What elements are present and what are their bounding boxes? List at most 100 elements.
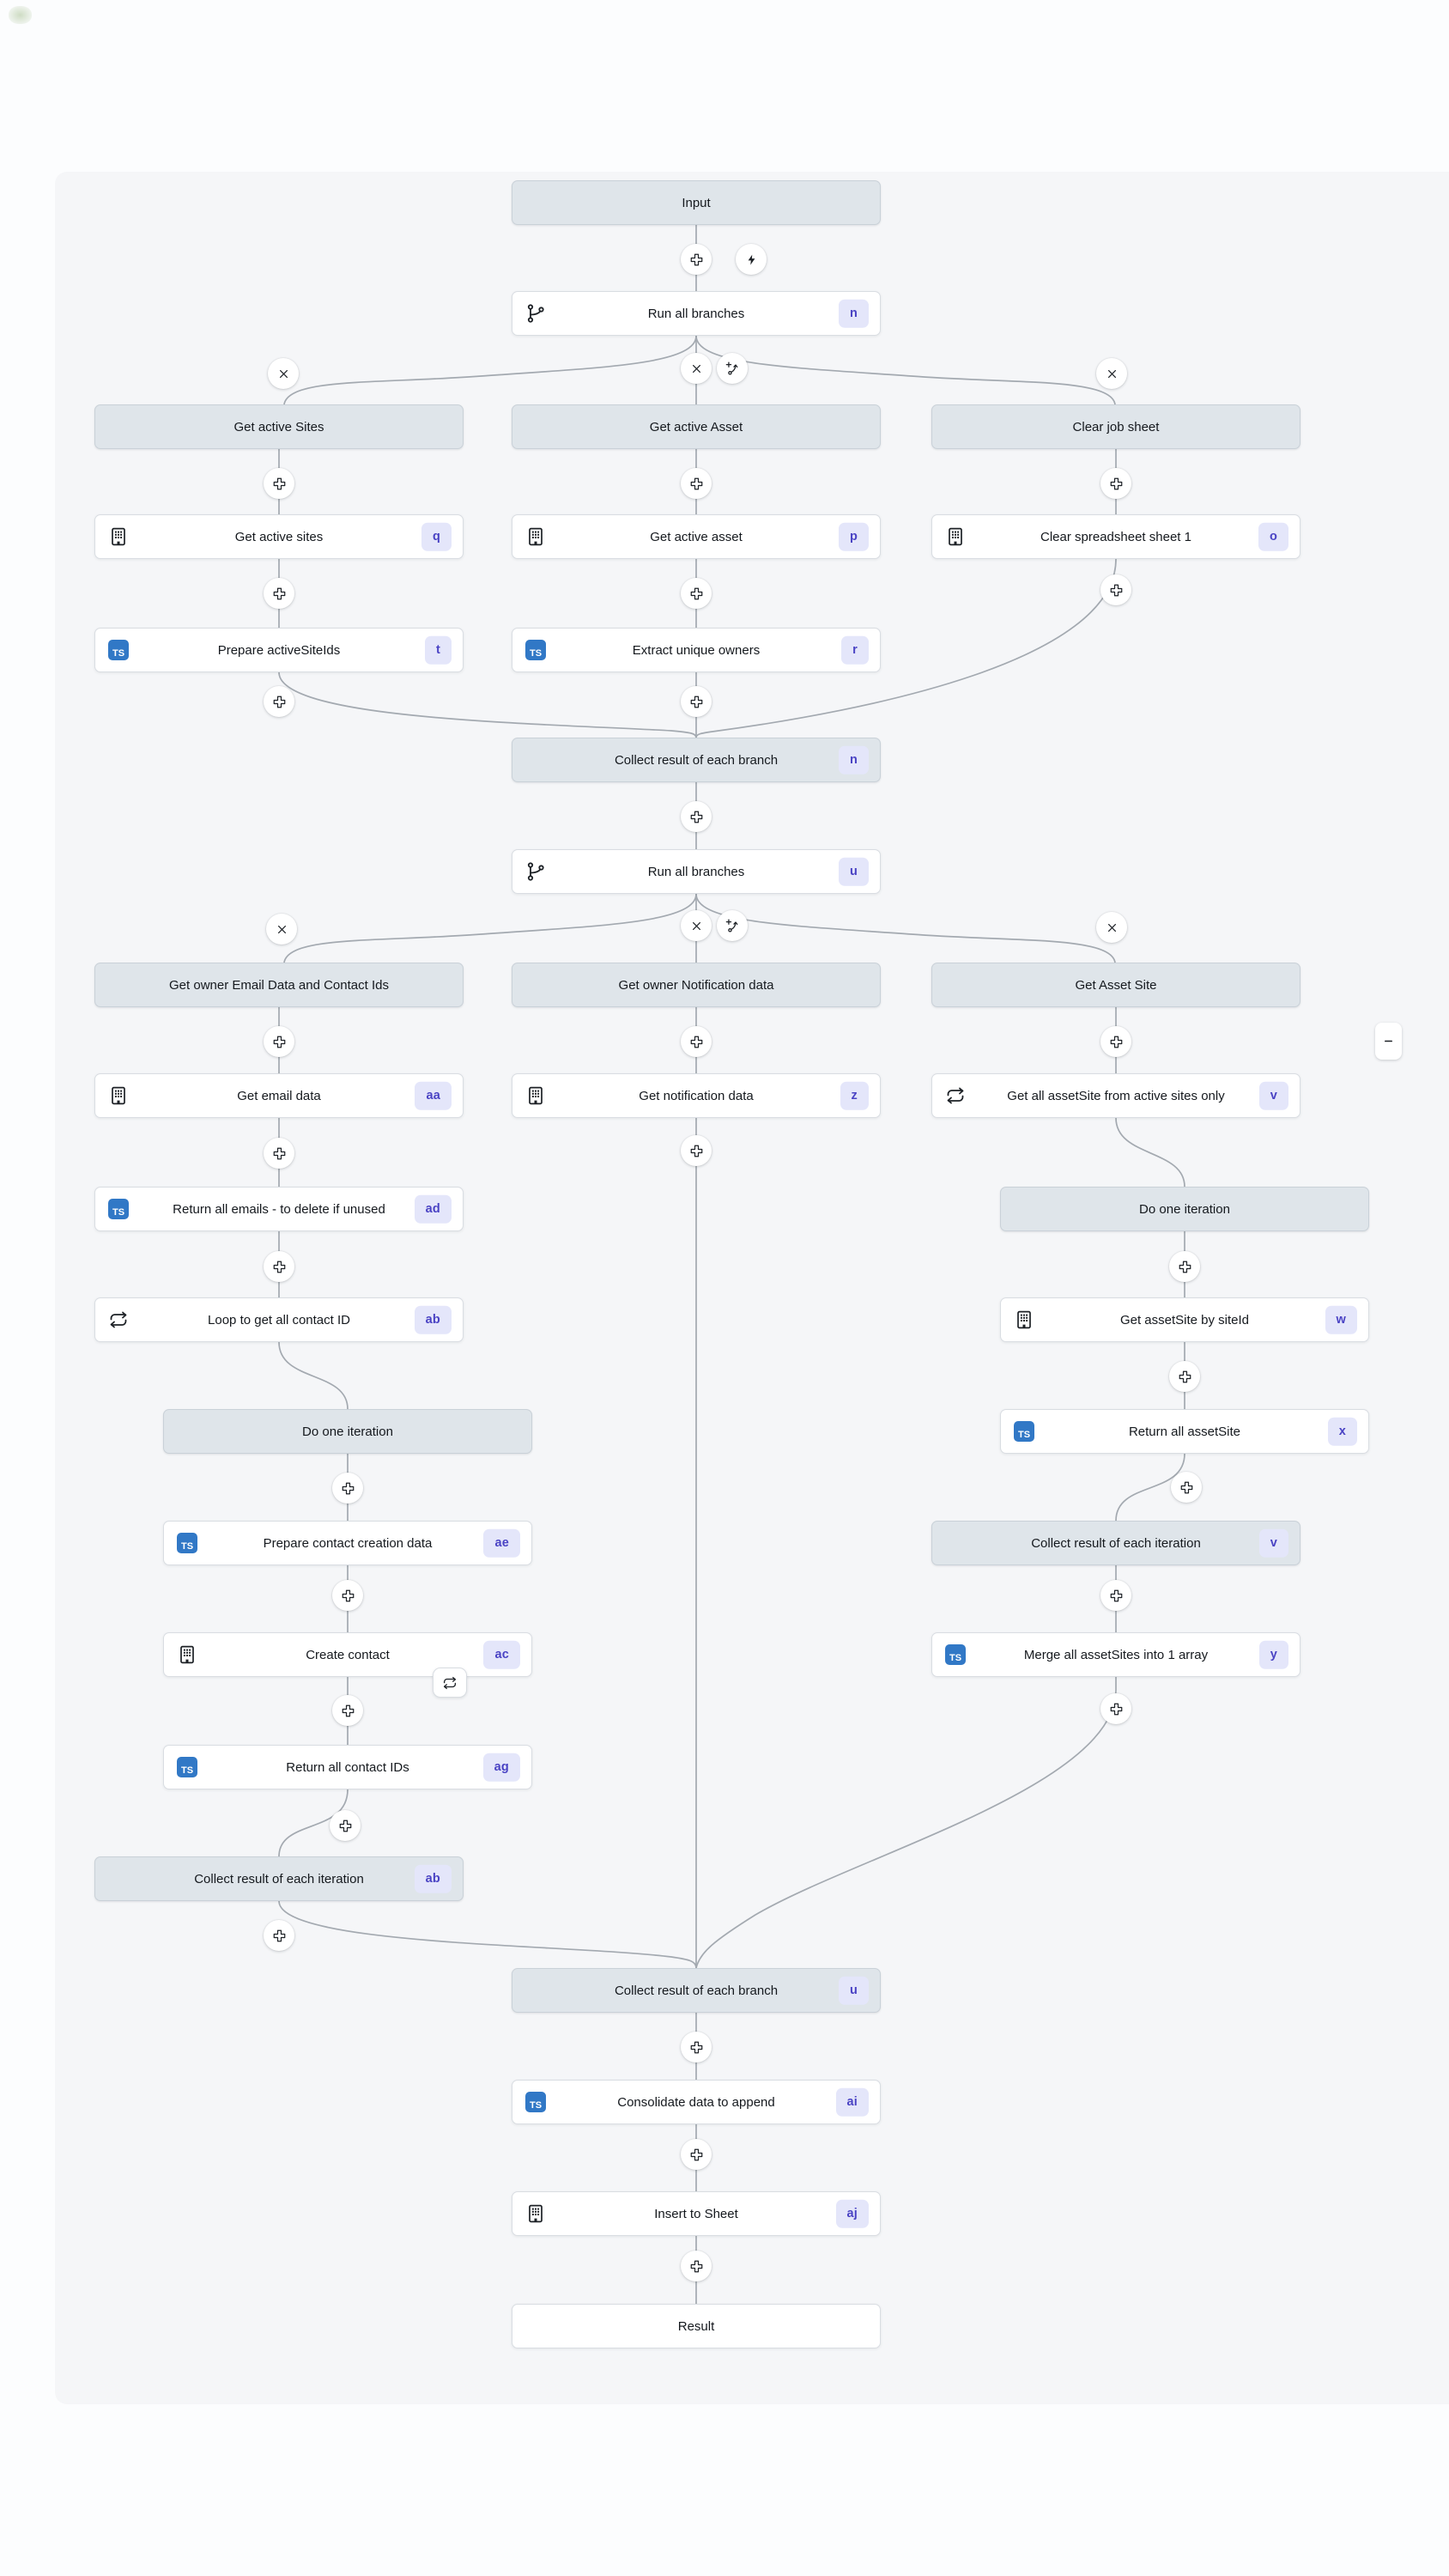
flow-canvas[interactable]	[55, 172, 1449, 2404]
plus-button[interactable]	[264, 468, 294, 499]
node-extract-unique-owners[interactable]: TS Extract unique owners r	[512, 628, 881, 672]
plus-button[interactable]	[1100, 1693, 1131, 1724]
plus-button[interactable]	[264, 1920, 294, 1951]
branch-header-get-asset-site[interactable]: Get Asset Site	[931, 963, 1300, 1007]
plus-button[interactable]	[681, 686, 712, 717]
node-collect-result-iteration-right[interactable]: Collect result of each iteration v	[931, 1521, 1300, 1565]
loop-indicator[interactable]	[433, 1668, 467, 1698]
delete-branch-button[interactable]	[681, 353, 712, 384]
node-do-one-iteration-left[interactable]: Do one iteration	[163, 1409, 532, 1454]
plus-button[interactable]	[681, 2251, 712, 2281]
node-badge: z	[840, 1081, 869, 1110]
node-label: Get all assetSite from active sites only	[1007, 1088, 1225, 1103]
x-icon	[276, 367, 291, 381]
plus-button[interactable]	[1169, 1251, 1200, 1282]
plus-icon	[1109, 1702, 1124, 1716]
plus-button[interactable]	[332, 1695, 363, 1726]
node-get-assetsite-by-siteid[interactable]: Get assetSite by siteId w	[1000, 1297, 1369, 1342]
branch-header-get-owner-email[interactable]: Get owner Email Data and Contact Ids	[94, 963, 464, 1007]
plus-button[interactable]	[264, 1138, 294, 1169]
plus-button[interactable]	[681, 244, 712, 275]
node-do-one-iteration-right[interactable]: Do one iteration	[1000, 1187, 1369, 1231]
node-return-all-contact-ids[interactable]: TS Return all contact IDs ag	[163, 1745, 532, 1789]
add-branch-button[interactable]	[717, 353, 748, 384]
plus-button[interactable]	[681, 2139, 712, 2170]
collapse-button[interactable]	[1375, 1023, 1402, 1060]
node-prepare-contact-creation-data[interactable]: TS Prepare contact creation data ae	[163, 1521, 532, 1565]
plus-icon	[1109, 1589, 1124, 1603]
add-branch-button[interactable]	[717, 910, 748, 941]
plus-button[interactable]	[1100, 574, 1131, 605]
delete-branch-button[interactable]	[1096, 912, 1127, 943]
node-loop-to-get-all-contact-id[interactable]: Loop to get all contact ID ab	[94, 1297, 464, 1342]
delete-branch-button[interactable]	[268, 358, 299, 389]
node-return-all-emails[interactable]: TS Return all emails - to delete if unus…	[94, 1187, 464, 1231]
branch-header-get-active-sites[interactable]: Get active Sites	[94, 404, 464, 449]
plus-icon	[338, 1819, 353, 1833]
node-badge: t	[424, 635, 452, 665]
node-prepare-activesiteids[interactable]: TS Prepare activeSiteIds t	[94, 628, 464, 672]
plus-icon	[1178, 1370, 1192, 1384]
delete-branch-button[interactable]	[1096, 358, 1127, 389]
plus-button[interactable]	[1100, 468, 1131, 499]
node-label: Get active asset	[650, 529, 743, 544]
branch-header-clear-job-sheet[interactable]: Clear job sheet	[931, 404, 1300, 449]
node-collect-result-branch-2[interactable]: Collect result of each branch u	[512, 1968, 881, 2013]
node-return-all-assetsite[interactable]: TS Return all assetSite x	[1000, 1409, 1369, 1454]
node-collect-result-branch-1[interactable]: Collect result of each branch n	[512, 738, 881, 782]
node-get-active-asset[interactable]: Get active asset p	[512, 514, 881, 559]
node-collect-result-iteration-left[interactable]: Collect result of each iteration ab	[94, 1856, 464, 1901]
plus-button[interactable]	[264, 1251, 294, 1282]
node-input[interactable]: Input	[512, 180, 881, 225]
plus-button[interactable]	[681, 801, 712, 832]
execute-workflow-button[interactable]	[736, 244, 767, 275]
node-merge-all-assetsites[interactable]: TS Merge all assetSites into 1 array y	[931, 1632, 1300, 1677]
node-label: Return all assetSite	[1128, 1424, 1241, 1439]
node-label: Consolidate data to append	[617, 2094, 775, 2110]
node-badge: ag	[482, 1753, 520, 1782]
plus-button[interactable]	[1171, 1472, 1202, 1503]
node-get-all-assetsite[interactable]: Get all assetSite from active sites only…	[931, 1073, 1300, 1118]
node-run-all-branches-1[interactable]: Run all branches n	[512, 291, 881, 336]
node-label: Prepare activeSiteIds	[217, 642, 341, 658]
git-branch-plus-icon	[724, 361, 740, 376]
node-consolidate-data-to-append[interactable]: TS Consolidate data to append ai	[512, 2080, 881, 2124]
plus-icon	[689, 1144, 704, 1158]
plus-button[interactable]	[264, 578, 294, 609]
plus-button[interactable]	[1100, 1026, 1131, 1057]
node-run-all-branches-2[interactable]: Run all branches u	[512, 849, 881, 894]
plus-button[interactable]	[264, 1026, 294, 1057]
node-result[interactable]: Result	[512, 2304, 881, 2348]
delete-branch-button[interactable]	[681, 910, 712, 941]
node-badge: v	[1258, 1528, 1288, 1558]
delete-branch-button[interactable]	[266, 914, 297, 945]
repeat-loop-icon	[442, 1675, 458, 1691]
branch-header-get-active-asset[interactable]: Get active Asset	[512, 404, 881, 449]
node-label: Return all emails - to delete if unused	[173, 1201, 385, 1217]
plus-icon	[1109, 583, 1124, 598]
node-label: Run all branches	[647, 864, 745, 879]
node-clear-spreadsheet-sheet-1[interactable]: Clear spreadsheet sheet 1 o	[931, 514, 1300, 559]
plus-button[interactable]	[264, 686, 294, 717]
x-icon	[1105, 367, 1119, 381]
plus-button[interactable]	[681, 1135, 712, 1166]
node-get-email-data[interactable]: Get email data aa	[94, 1073, 464, 1118]
plus-icon	[272, 1929, 287, 1943]
node-badge: ab	[414, 1864, 452, 1893]
node-get-active-sites[interactable]: Get active sites q	[94, 514, 464, 559]
plus-button[interactable]	[681, 468, 712, 499]
plus-button[interactable]	[332, 1473, 363, 1504]
plus-button[interactable]	[681, 1026, 712, 1057]
plus-button[interactable]	[332, 1580, 363, 1611]
node-create-contact[interactable]: Create contact ac	[163, 1632, 532, 1677]
node-get-notification-data[interactable]: Get notification data z	[512, 1073, 881, 1118]
typescript-icon: TS	[108, 640, 129, 660]
plus-button[interactable]	[681, 2032, 712, 2063]
plus-button[interactable]	[330, 1810, 361, 1841]
node-insert-to-sheet[interactable]: Insert to Sheet aj	[512, 2191, 881, 2236]
plus-button[interactable]	[1100, 1580, 1131, 1611]
plus-button[interactable]	[681, 578, 712, 609]
plus-button[interactable]	[1169, 1361, 1200, 1392]
node-badge: w	[1325, 1305, 1357, 1334]
branch-header-get-owner-notification[interactable]: Get owner Notification data	[512, 963, 881, 1007]
